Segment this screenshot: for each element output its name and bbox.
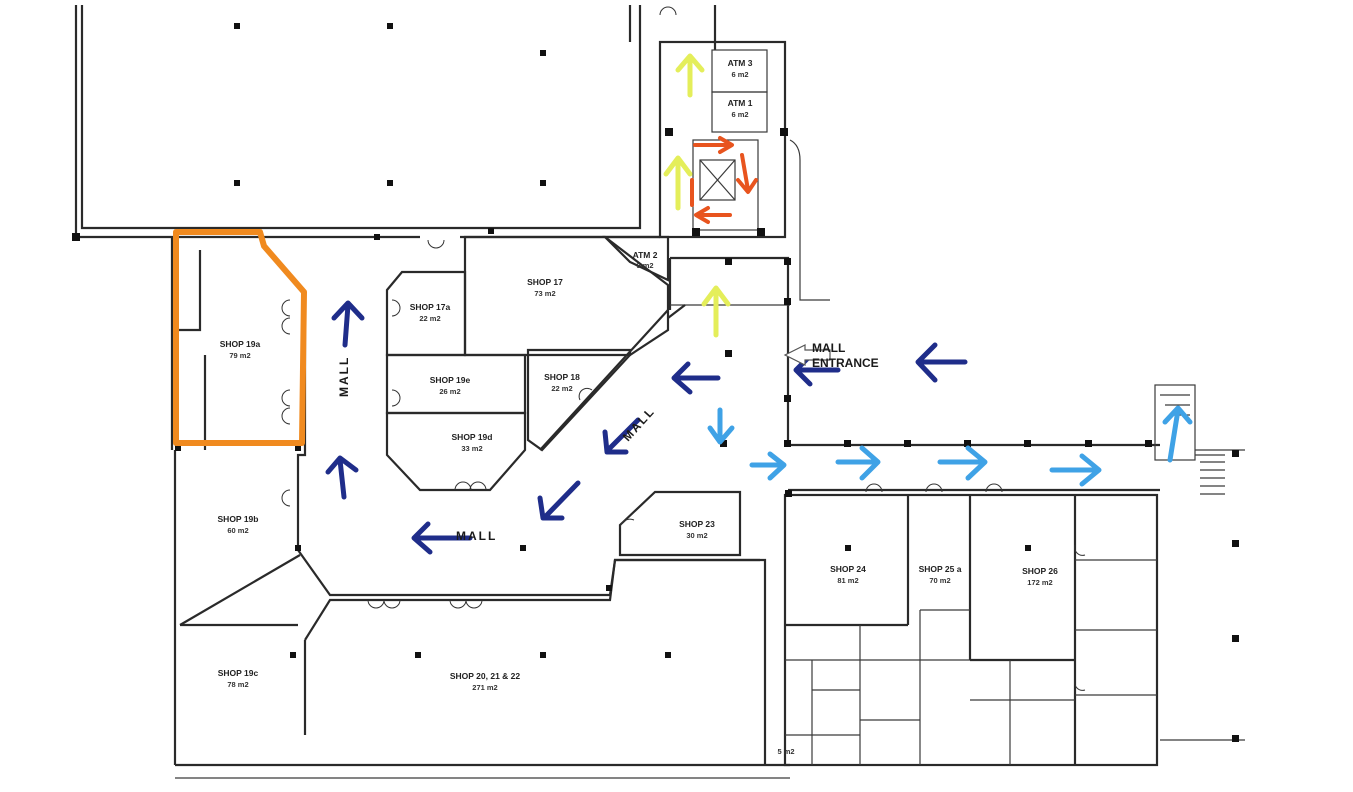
unit-area: 70 m2 xyxy=(929,576,950,585)
mall-label-vertical: MALL xyxy=(337,356,351,397)
arrow-yellow-2 xyxy=(663,155,693,211)
unit-name: SHOP 18 xyxy=(544,372,580,382)
arrow-light-blue-6 xyxy=(1162,405,1193,463)
unit-name: SHOP 24 xyxy=(830,564,866,574)
wc-area: 5 m2 xyxy=(777,747,794,756)
arrow-yellow-3 xyxy=(701,285,731,338)
unit-area: 60 m2 xyxy=(227,526,248,535)
arrow-dark-blue-5 xyxy=(602,417,641,455)
unit-area: 6 m2 xyxy=(731,70,748,79)
unit-area: 6 m2 xyxy=(731,110,748,119)
unit-area: 22 m2 xyxy=(419,314,440,323)
arrow-light-blue-5 xyxy=(1049,453,1102,487)
unit-name: ATM 2 xyxy=(633,250,658,260)
arrow-dark-blue-8 xyxy=(915,342,968,383)
arrow-yellow-1 xyxy=(675,53,705,98)
unit-name: SHOP 19d xyxy=(452,432,493,442)
unit-name: SHOP 25 a xyxy=(919,564,962,574)
columns xyxy=(72,23,1239,742)
unit-area: 73 m2 xyxy=(534,289,555,298)
unit-name: SHOP 19c xyxy=(218,668,259,678)
arrow-dark-blue-1 xyxy=(331,300,365,348)
unit-area: 79 m2 xyxy=(229,351,250,360)
entrance-outline-arrow xyxy=(783,344,831,366)
unit-name: SHOP 19b xyxy=(218,514,259,524)
arrow-light-blue-2 xyxy=(749,451,787,481)
unit-name: SHOP 23 xyxy=(679,519,715,529)
mall-label-bottom: MALL xyxy=(456,529,497,543)
unit-name: ATM 1 xyxy=(728,98,753,108)
walls xyxy=(74,5,1245,779)
arrow-light-blue-3 xyxy=(835,445,881,481)
arrow-dark-blue-6 xyxy=(671,361,721,395)
highlighted-unit-outline xyxy=(173,229,307,446)
arrow-orange-2 xyxy=(736,153,758,194)
unit-area: 22 m2 xyxy=(551,384,572,393)
unit-name: SHOP 26 xyxy=(1022,566,1058,576)
unit-name: ATM 3 xyxy=(728,58,753,68)
unit-name: SHOP 17a xyxy=(410,302,451,312)
arrow-orange-1 xyxy=(693,136,734,154)
mall-label-diagonal: MALL xyxy=(620,404,658,444)
unit-name: SHOP 17 xyxy=(527,277,563,287)
unit-name: SHOP 19a xyxy=(220,339,261,349)
mall-entrance-label-line2: ENTRANCE xyxy=(812,356,879,370)
mall-entrance-label-line1: MALL xyxy=(812,341,845,355)
unit-area: 30 m2 xyxy=(686,531,707,540)
unit-area: 9 m2 xyxy=(636,261,653,270)
doors xyxy=(281,6,1086,691)
unit-name: SHOP 19e xyxy=(430,375,471,385)
arrow-light-blue-1 xyxy=(707,407,735,445)
unit-area: 26 m2 xyxy=(439,387,460,396)
unit-area: 172 m2 xyxy=(1027,578,1052,587)
arrow-dark-blue-4 xyxy=(537,480,581,521)
unit-area: 78 m2 xyxy=(227,680,248,689)
arrow-dark-blue-3 xyxy=(411,521,473,555)
unit-area: 33 m2 xyxy=(461,444,482,453)
arrow-orange-3 xyxy=(694,206,732,224)
unit-area: 81 m2 xyxy=(837,576,858,585)
unit-area: 271 m2 xyxy=(472,683,497,692)
unit-name: SHOP 20, 21 & 22 xyxy=(450,671,521,681)
arrow-dark-blue-2 xyxy=(325,455,359,500)
arrow-light-blue-4 xyxy=(937,445,988,481)
unit-labels: ATM 3 6 m2 ATM 1 6 m2 ATM 2 9 m2 SHOP 17… xyxy=(218,58,1059,756)
direction-arrows xyxy=(325,53,1193,555)
